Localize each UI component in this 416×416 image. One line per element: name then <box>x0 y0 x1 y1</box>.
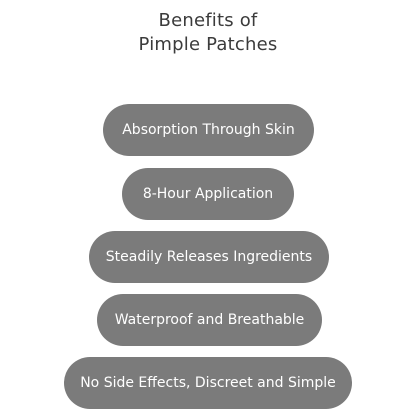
benefit-label: No Side Effects, Discreet and Simple <box>80 375 336 391</box>
benefit-pill-waterproof: Waterproof and Breathable <box>97 294 322 346</box>
benefit-pill-releases: Steadily Releases Ingredients <box>89 231 329 283</box>
benefit-label: Absorption Through Skin <box>122 122 295 138</box>
benefit-label: Steadily Releases Ingredients <box>105 249 313 265</box>
page-title-line-2: Pimple Patches <box>138 34 278 55</box>
benefit-label: 8-Hour Application <box>142 186 274 202</box>
benefit-pill-application: 8-Hour Application <box>122 168 294 220</box>
benefit-pill-absorption: Absorption Through Skin <box>103 104 314 156</box>
benefit-label: Waterproof and Breathable <box>114 312 305 328</box>
page-title-line-1: Benefits of <box>158 10 258 31</box>
benefit-pill-no-side-effects: No Side Effects, Discreet and Simple <box>64 357 352 409</box>
